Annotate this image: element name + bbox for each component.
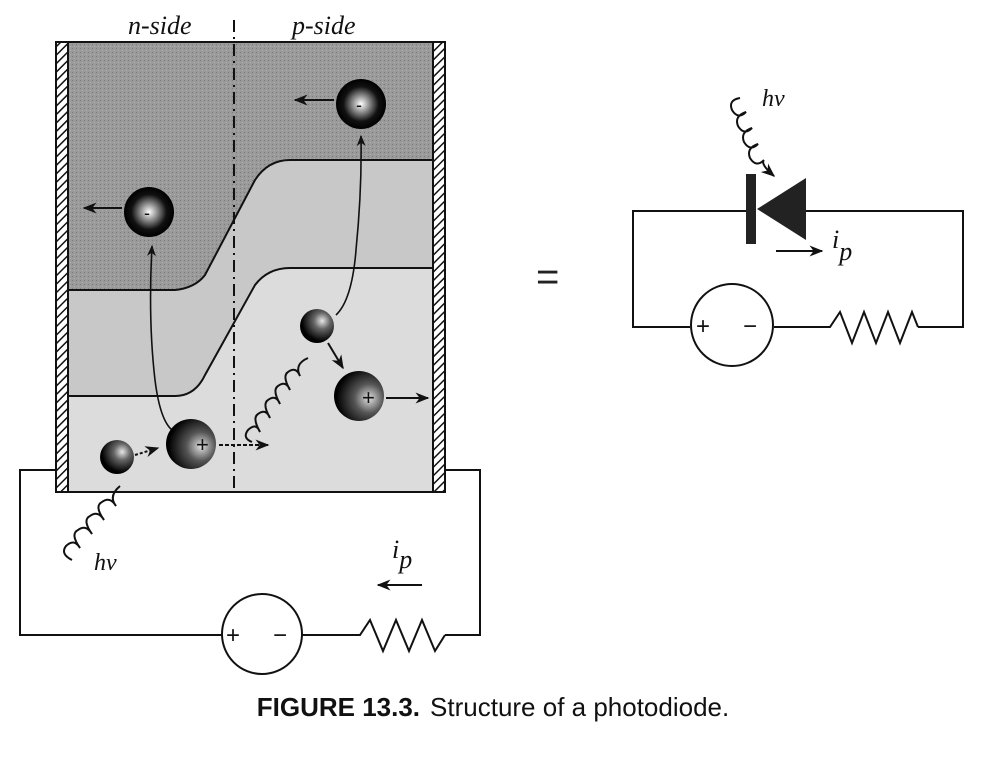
excitation-path-right	[335, 134, 366, 316]
hole-n-side	[166, 419, 216, 469]
resistor	[352, 617, 446, 654]
photon-wave-junction	[244, 357, 309, 443]
diode-cathode-bar	[746, 174, 756, 244]
figure-caption-text: Structure of a photodiode.	[430, 692, 730, 722]
circuit-wire	[632, 210, 748, 328]
excitation-path-left	[146, 244, 173, 431]
figure-caption: FIGURE 13.3. Structure of a photodiode.	[0, 692, 986, 723]
photon-wave-incident	[63, 485, 121, 561]
source-minus: −	[273, 622, 287, 649]
figure-number: FIGURE 13.3.	[256, 692, 421, 722]
generation-site-p	[300, 309, 334, 343]
band-gap-region	[68, 160, 433, 396]
hole-split-arrow	[327, 342, 344, 370]
conduction-band-edge	[68, 159, 433, 291]
right-contact	[432, 41, 446, 493]
left-contact	[55, 41, 69, 493]
source-minus: −	[743, 313, 757, 340]
hole-split-arrow	[134, 446, 160, 458]
photon-wave-diode	[730, 97, 776, 177]
electron-p-side	[336, 79, 386, 129]
electron-symbol: -	[144, 203, 150, 223]
generation-site-n	[100, 440, 134, 474]
electron-symbol: -	[356, 95, 362, 115]
current-label: ip	[832, 225, 852, 266]
equivalent-circuit: hν ip + −	[632, 86, 964, 367]
source-plus: +	[696, 313, 710, 340]
diode-triangle	[757, 178, 806, 240]
current-label: ip	[392, 535, 412, 574]
hole-symbol: +	[362, 385, 375, 410]
circuit-wire	[19, 469, 222, 636]
circuit-wire	[806, 210, 964, 328]
equals-sign: =	[536, 255, 559, 299]
n-side-label: n-side	[128, 11, 192, 40]
voltage-source	[690, 283, 774, 367]
hole-symbol: +	[196, 432, 209, 457]
p-side-label: p-side	[290, 11, 356, 40]
electron-n-side	[124, 187, 174, 237]
photon-label: hν	[94, 550, 117, 576]
voltage-source	[221, 593, 303, 675]
valence-band-edge	[68, 267, 433, 397]
device-structure: n-side p-side - - + + hν	[19, 11, 481, 675]
hole-p-side	[334, 371, 384, 421]
resistor	[825, 309, 919, 346]
circuit-wire	[445, 469, 481, 636]
source-plus: +	[226, 622, 240, 649]
photon-label: hν	[762, 86, 785, 112]
